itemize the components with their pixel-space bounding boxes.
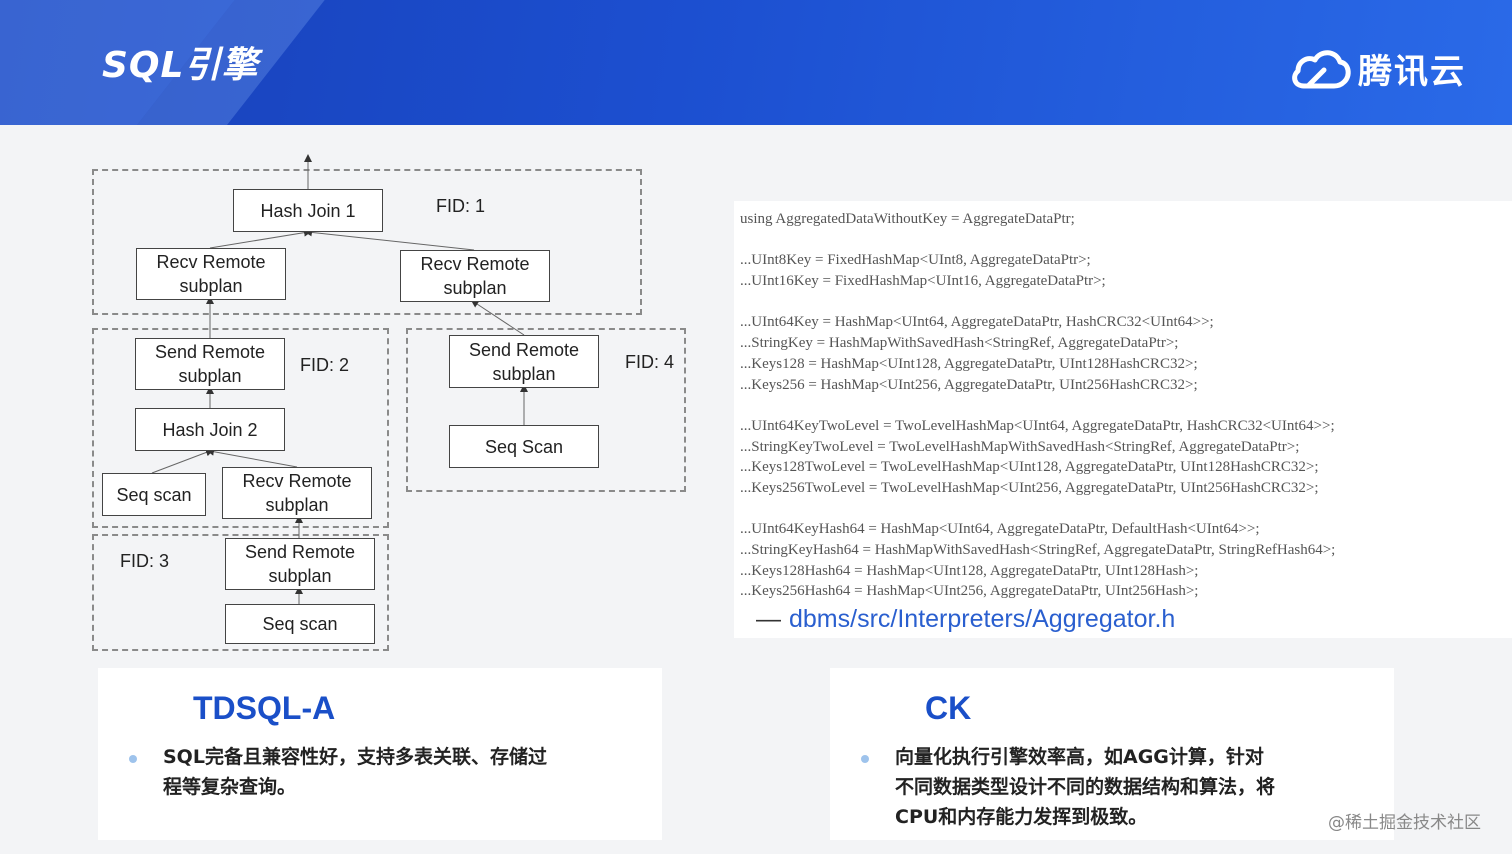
node-label: Send Remote xyxy=(468,339,580,360)
recv-remote-left-node: Recv Remote subplan xyxy=(136,248,286,300)
send-remote-fid3-node: Send Remote subplan xyxy=(225,538,375,590)
recv-remote-right-node: Recv Remote subplan xyxy=(400,250,550,302)
code-line: ...StringKey = HashMapWithSavedHash<Stri… xyxy=(740,335,1179,352)
watermark: @稀土掘金技术社区 xyxy=(1328,813,1481,833)
code-line: ...Keys128 = HashMap<UInt128, AggregateD… xyxy=(740,355,1198,372)
node-label: subplan xyxy=(492,363,556,384)
code-line: ...Keys128Hash64 = HashMap<UInt128, Aggr… xyxy=(740,562,1199,579)
fid-4-label: FID: 4 xyxy=(625,352,675,372)
tdsql-line-2: 程等复杂查询。 xyxy=(163,776,297,798)
ck-line-1: 向量化执行引擎效率高，如AGG计算，针对 xyxy=(895,746,1264,768)
node-label: Recv Remote xyxy=(156,252,266,272)
node-label: subplan xyxy=(265,495,329,515)
code-line xyxy=(740,395,1335,416)
seq-scan-fid3-node: Seq scan xyxy=(225,604,375,644)
fid-2-box xyxy=(92,328,389,528)
node-label: Seq Scan xyxy=(484,436,564,457)
fid-3-label: FID: 3 xyxy=(120,551,170,571)
node-label: Seq scan xyxy=(262,614,338,634)
send-remote-fid2-node: Send Remote subplan xyxy=(135,338,285,390)
code-line: ...UInt64KeyTwoLevel = TwoLevelHashMap<U… xyxy=(740,417,1335,434)
fid-3-box xyxy=(92,534,389,651)
bullet-dot xyxy=(861,755,869,763)
code-block: using AggregatedDataWithoutKey = Aggrega… xyxy=(740,209,1335,602)
tdsql-title: TDSQL-A xyxy=(193,690,336,726)
code-line: ...Keys256TwoLevel = TwoLevelHashMap<UIn… xyxy=(740,479,1319,496)
node-label: Seq scan xyxy=(116,484,192,505)
code-line: ...UInt64Key = HashMap<UInt64, Aggregate… xyxy=(740,314,1214,331)
code-line: using AggregatedDataWithoutKey = Aggrega… xyxy=(740,211,1075,227)
node-label: Hash Join 1 xyxy=(260,200,356,221)
code-line: ...Keys128TwoLevel = TwoLevelHashMap<UIn… xyxy=(740,459,1319,476)
caption-dash: — xyxy=(756,605,781,633)
source-file-caption: — dbms/src/Interpreters/Aggregator.h xyxy=(756,605,1175,634)
node-label: Hash Join 2 xyxy=(162,419,258,440)
bullet-dot xyxy=(129,755,137,763)
query-plan-diagram: Hash Join 1 Recv Remote subplan Recv Rem… xyxy=(88,150,698,660)
code-line: ...UInt16Key = FixedHashMap<UInt16, Aggr… xyxy=(740,273,1106,290)
ck-title: CK xyxy=(925,690,972,726)
code-line: ...StringKeyHash64 = HashMapWithSavedHas… xyxy=(740,542,1336,558)
code-line xyxy=(740,230,1335,251)
seq-scan-fid2-node: Seq scan xyxy=(102,473,206,516)
slide-title: SQL引擎 xyxy=(102,45,259,86)
node-label: subplan xyxy=(443,278,507,298)
fid-2-label: FID: 2 xyxy=(300,355,350,375)
code-line: ...Keys256 = HashMap<UInt256, AggregateD… xyxy=(740,376,1198,393)
node-label: Recv Remote xyxy=(420,254,530,274)
tdsql-card: TDSQL-A SQL完备且兼容性好，支持多表关联、存储过 程等复杂查询。 xyxy=(98,668,662,840)
fid-1-label: FID: 1 xyxy=(436,196,486,216)
node-label: Recv Remote xyxy=(242,471,352,491)
hash-join-2-node: Hash Join 2 xyxy=(135,408,285,451)
ck-description: 向量化执行引擎效率高，如AGG计算，针对 不同数据类型设计不同的数据结构和算法，… xyxy=(895,742,1275,832)
code-line xyxy=(740,292,1335,313)
send-remote-fid4-node: Send Remote subplan xyxy=(449,335,599,388)
ck-line-2: 不同数据类型设计不同的数据结构和算法，将 xyxy=(895,776,1276,798)
cloud-icon xyxy=(1292,49,1351,88)
seq-scan-fid4-node: Seq Scan xyxy=(449,425,599,468)
node-label: subplan xyxy=(268,566,332,586)
fid-1-box xyxy=(92,169,642,315)
code-line: ...StringKeyTwoLevel = TwoLevelHashMapWi… xyxy=(740,438,1300,455)
code-snippet-panel: using AggregatedDataWithoutKey = Aggrega… xyxy=(734,201,1512,638)
node-label: Send Remote xyxy=(244,542,356,562)
code-line: ...UInt64KeyHash64 = HashMap<UInt64, Agg… xyxy=(740,521,1260,538)
ck-card: CK 向量化执行引擎效率高，如AGG计算，针对 不同数据类型设计不同的数据结构和… xyxy=(830,668,1394,840)
hash-join-1-node: Hash Join 1 xyxy=(233,189,383,232)
code-line: ...Keys256Hash64 = HashMap<UInt256, Aggr… xyxy=(740,583,1199,600)
recv-remote-fid2-node: Recv Remote subplan xyxy=(222,467,372,519)
tdsql-description: SQL完备且兼容性好，支持多表关联、存储过 程等复杂查询。 xyxy=(163,742,547,802)
node-label: Send Remote xyxy=(154,342,266,362)
plan-edges xyxy=(151,154,528,604)
code-line xyxy=(740,499,1335,520)
tdsql-line-1: SQL完备且兼容性好，支持多表关联、存储过 xyxy=(163,746,547,768)
tencent-cloud-logo: 腾讯云 xyxy=(1288,44,1466,93)
source-file-path: dbms/src/Interpreters/Aggregator.h xyxy=(789,605,1176,633)
logo-text: 腾讯云 xyxy=(1358,52,1466,92)
fid-4-box xyxy=(406,328,686,492)
code-line: ...UInt8Key = FixedHashMap<UInt8, Aggreg… xyxy=(740,252,1091,269)
ck-line-3: CPU和内存能力发挥到极致。 xyxy=(895,806,1148,828)
node-label: subplan xyxy=(178,366,242,386)
header-banner: SQL引擎 腾讯云 xyxy=(0,0,1512,125)
node-label: subplan xyxy=(179,276,243,296)
